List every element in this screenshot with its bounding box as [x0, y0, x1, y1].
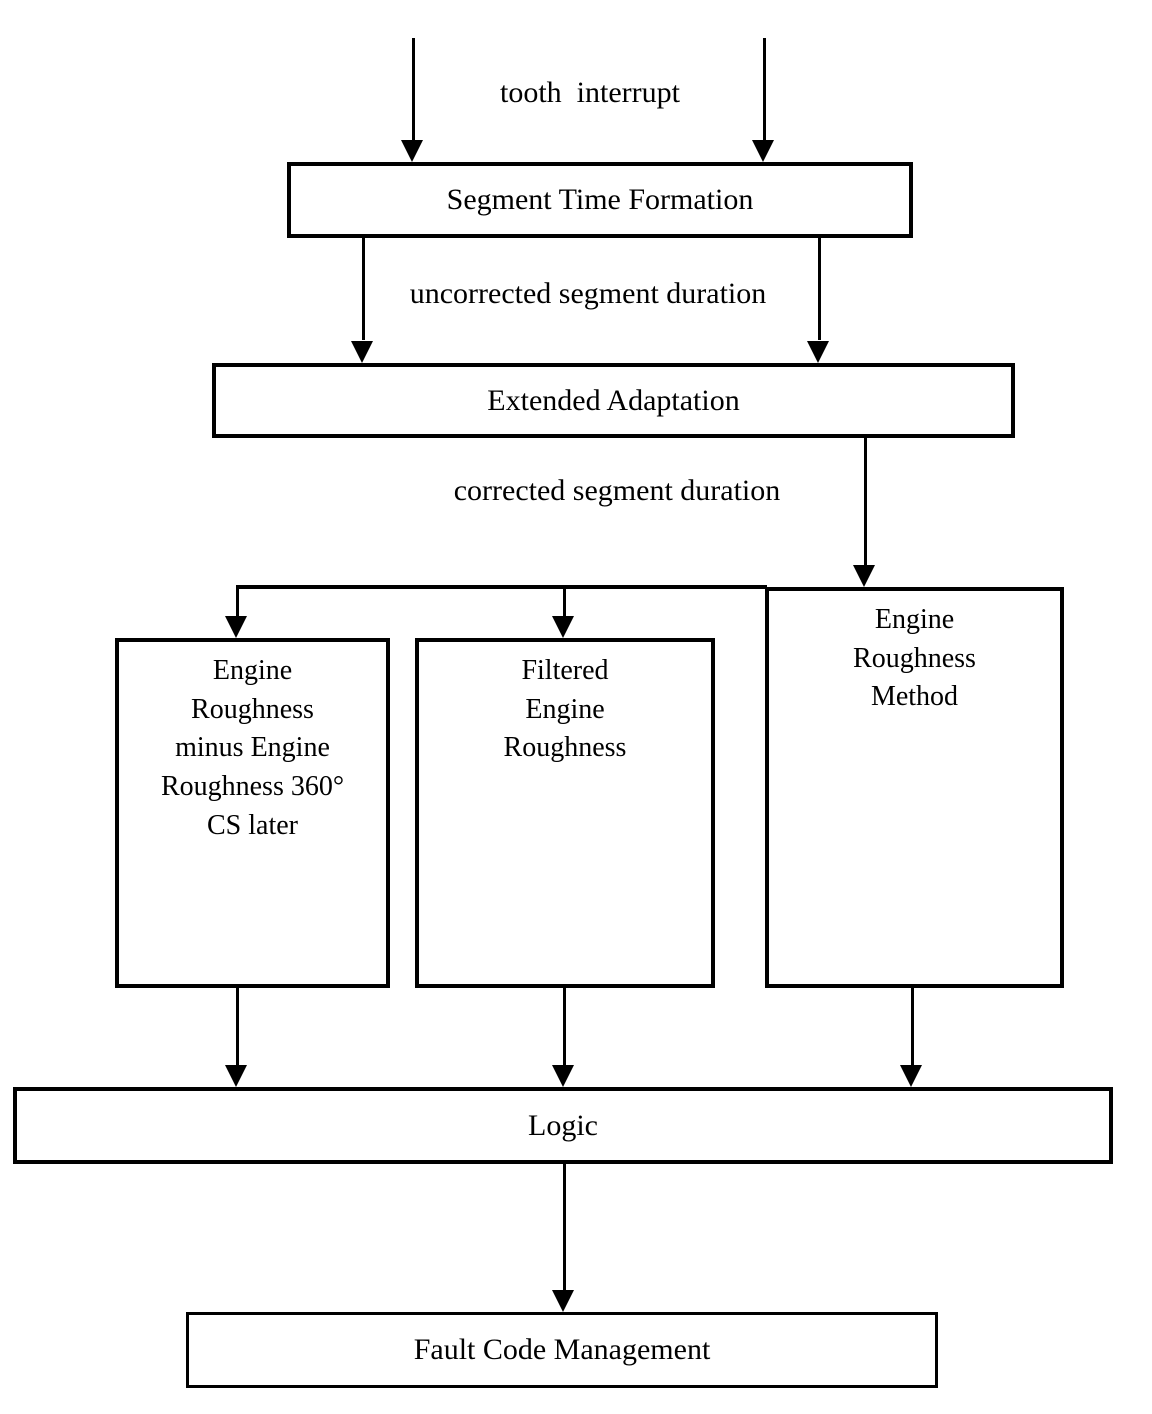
arrow-tooth-right-head-icon — [752, 140, 774, 162]
arrow-branch-left-head-icon — [225, 616, 247, 638]
arrow-box3-logic-line — [911, 988, 914, 1067]
node-filtered-engine-roughness: Filtered Engine Roughness — [415, 638, 715, 988]
node-fault-code-management-label: Fault Code Management — [413, 1333, 711, 1367]
label-uncorrected-segment-duration: uncorrected segment duration — [409, 277, 767, 310]
arrow-seg-right-head-icon — [807, 341, 829, 363]
arrow-seg-left-head-icon — [351, 341, 373, 363]
arrow-box3-logic-head-icon — [900, 1065, 922, 1087]
node-fault-code-management: Fault Code Management — [186, 1312, 938, 1388]
node-segment-time-formation-label: Segment Time Formation — [446, 183, 754, 217]
label-tooth-interrupt: tooth interrupt — [500, 76, 680, 109]
arrow-seg-left-line — [362, 238, 365, 340]
arrow-branch-mid-head-icon — [552, 616, 574, 638]
node-engine-roughness-minus: Engine Roughness minus Engine Roughness … — [115, 638, 390, 988]
node-logic: Logic — [13, 1087, 1113, 1164]
node-engine-roughness-minus-label: Engine Roughness minus Engine Roughness … — [160, 655, 345, 841]
arrow-box1-logic-head-icon — [225, 1065, 247, 1087]
arrow-branch-left-line — [236, 585, 239, 617]
arrow-seg-right-line — [818, 238, 821, 340]
node-engine-roughness-method-label: Engine Roughness Method — [853, 604, 976, 713]
arrow-logic-fcm-line — [563, 1164, 566, 1290]
arrow-box2-logic-line — [563, 988, 566, 1067]
arrow-logic-fcm-head-icon — [552, 1290, 574, 1312]
arrow-corrected-head-icon — [853, 565, 875, 587]
arrow-corrected-line — [864, 438, 867, 566]
node-logic-label: Logic — [528, 1108, 598, 1142]
arrow-branch-mid-line — [563, 585, 566, 617]
node-extended-adaptation: Extended Adaptation — [212, 363, 1015, 438]
node-extended-adaptation-label: Extended Adaptation — [487, 383, 740, 417]
node-segment-time-formation: Segment Time Formation — [287, 162, 913, 238]
arrow-tooth-left-line — [412, 38, 415, 142]
label-corrected-segment-duration: corrected segment duration — [453, 474, 781, 507]
arrow-tooth-left-head-icon — [401, 140, 423, 162]
arrow-box2-logic-head-icon — [552, 1065, 574, 1087]
arrow-box1-logic-line — [236, 988, 239, 1067]
branch-line — [236, 585, 767, 589]
node-filtered-engine-roughness-label: Filtered Engine Roughness — [503, 655, 627, 764]
node-engine-roughness-method: Engine Roughness Method — [765, 587, 1064, 988]
arrow-tooth-right-line — [763, 38, 766, 142]
